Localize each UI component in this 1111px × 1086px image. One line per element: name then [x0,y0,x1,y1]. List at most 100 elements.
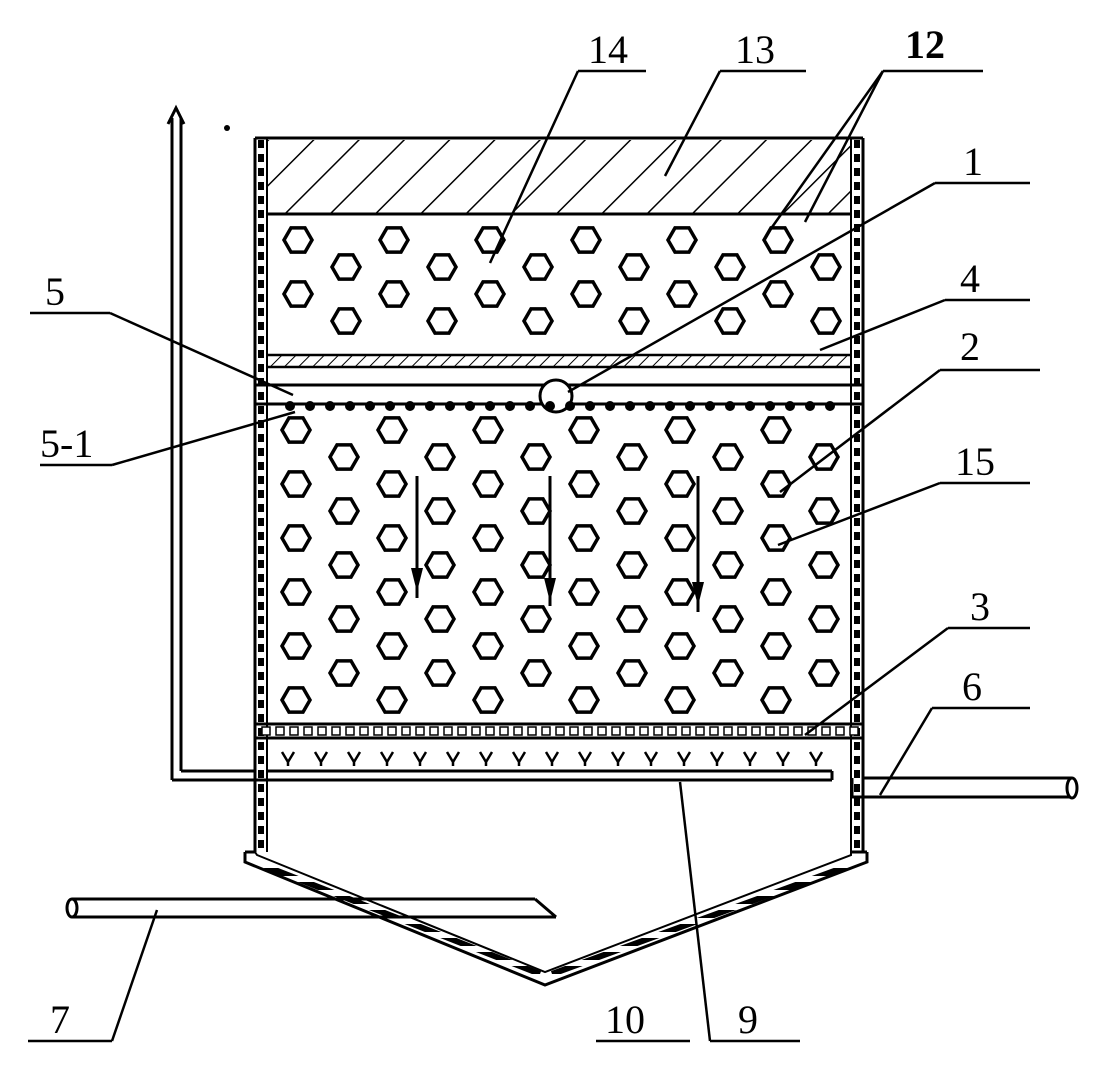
distribution-hole [745,401,755,411]
packing-hexagon [329,307,363,335]
packing-hexagon [615,497,649,525]
packing-hexagon [807,497,841,525]
packing-hexagon [377,280,411,308]
label-10: 10 [605,997,645,1042]
stray-dot [224,125,230,131]
distribution-hole [805,401,815,411]
packing-hexagon [615,443,649,471]
packing-hexagon [471,578,505,606]
distribution-hole [325,401,335,411]
packing-hexagon [327,605,361,633]
plate-hole [303,726,313,736]
plate-hole [317,726,327,736]
packing-hexagon [423,605,457,633]
perforated-support-plate [255,722,863,740]
packing-hexagon [615,551,649,579]
packing-hexagon [329,253,363,281]
packing-hexagon [663,632,697,660]
diffuser-mark [511,751,527,766]
diffuser-mark [709,751,725,766]
plate-hole [583,726,593,736]
packing-hexagon [663,470,697,498]
packing-hexagon [471,686,505,714]
aeration-zone [172,751,834,782]
packing-hexagon [519,659,553,687]
plate-hole [835,726,845,736]
packing-hexagon [279,632,313,660]
distribution-hole [505,401,515,411]
plate-hole [373,726,383,736]
packing-hexagon [711,659,745,687]
packing-hexagon [327,443,361,471]
packing-hexagon [279,416,313,444]
plate-hole [513,726,523,736]
packing-hexagon [375,578,409,606]
packing-hexagon [711,605,745,633]
packing-hexagon [761,226,795,254]
plate-hole [639,726,649,736]
packing-hexagon [425,307,459,335]
packing-hexagon [279,524,313,552]
packing-hexagon [473,280,507,308]
packing-hexagon [711,443,745,471]
packing-hexagon [375,686,409,714]
diffuser-mark [280,751,296,766]
packing-hexagon [663,416,697,444]
hatched-plate [267,353,851,369]
plate-hole [625,726,635,736]
upper-packing-layer [281,226,843,335]
plate-hole [653,726,663,736]
label-12: 12 [905,22,945,67]
label-7: 7 [50,997,70,1042]
packing-hexagon [569,226,603,254]
distribution-hole [305,401,315,411]
plate-hole [331,726,341,736]
plate-hole [667,726,677,736]
distribution-hole [785,401,795,411]
distribution-hole [645,401,655,411]
distribution-hole [405,401,415,411]
distribution-hole [385,401,395,411]
labels: 14 13 12 1 4 2 15 3 6 5 5-1 7 10 9 [40,22,995,1042]
packing-hexagon [375,416,409,444]
packing-hexagon [713,307,747,335]
packing-hexagon [423,497,457,525]
plate-hole [709,726,719,736]
label-9: 9 [738,997,758,1042]
packing-hexagon [567,416,601,444]
packing-hexagon [281,226,315,254]
plate-hole [597,726,607,736]
distribution-hole [705,401,715,411]
packing-hexagon [519,551,553,579]
packing-hexagon [327,659,361,687]
lower-packing-layer [279,416,841,714]
plate-hole [695,726,705,736]
packing-hexagon [713,253,747,281]
diffuser-mark [346,751,362,766]
distribution-hole [825,401,835,411]
packing-hexagon [807,605,841,633]
diffuser-mark [313,751,329,766]
packing-hexagon [759,524,793,552]
plate-hole [723,726,733,736]
plate-hole [359,726,369,736]
packing-hexagon [567,470,601,498]
distribution-hole [725,401,735,411]
diffuser-mark [742,751,758,766]
packing-hexagon [471,632,505,660]
plate-hole [611,726,621,736]
packing-hexagon [663,524,697,552]
flow-arrows [411,476,704,612]
packing-hexagon [279,470,313,498]
plate-hole [765,726,775,736]
distribution-holes-row [285,401,835,411]
packing-hexagon [759,632,793,660]
packing-hexagon [761,280,795,308]
packing-hexagon [423,443,457,471]
diffuser-mark [676,751,692,766]
packing-hexagon [519,605,553,633]
diffuser-mark [610,751,626,766]
plate-hole [471,726,481,736]
plate-hole [737,726,747,736]
